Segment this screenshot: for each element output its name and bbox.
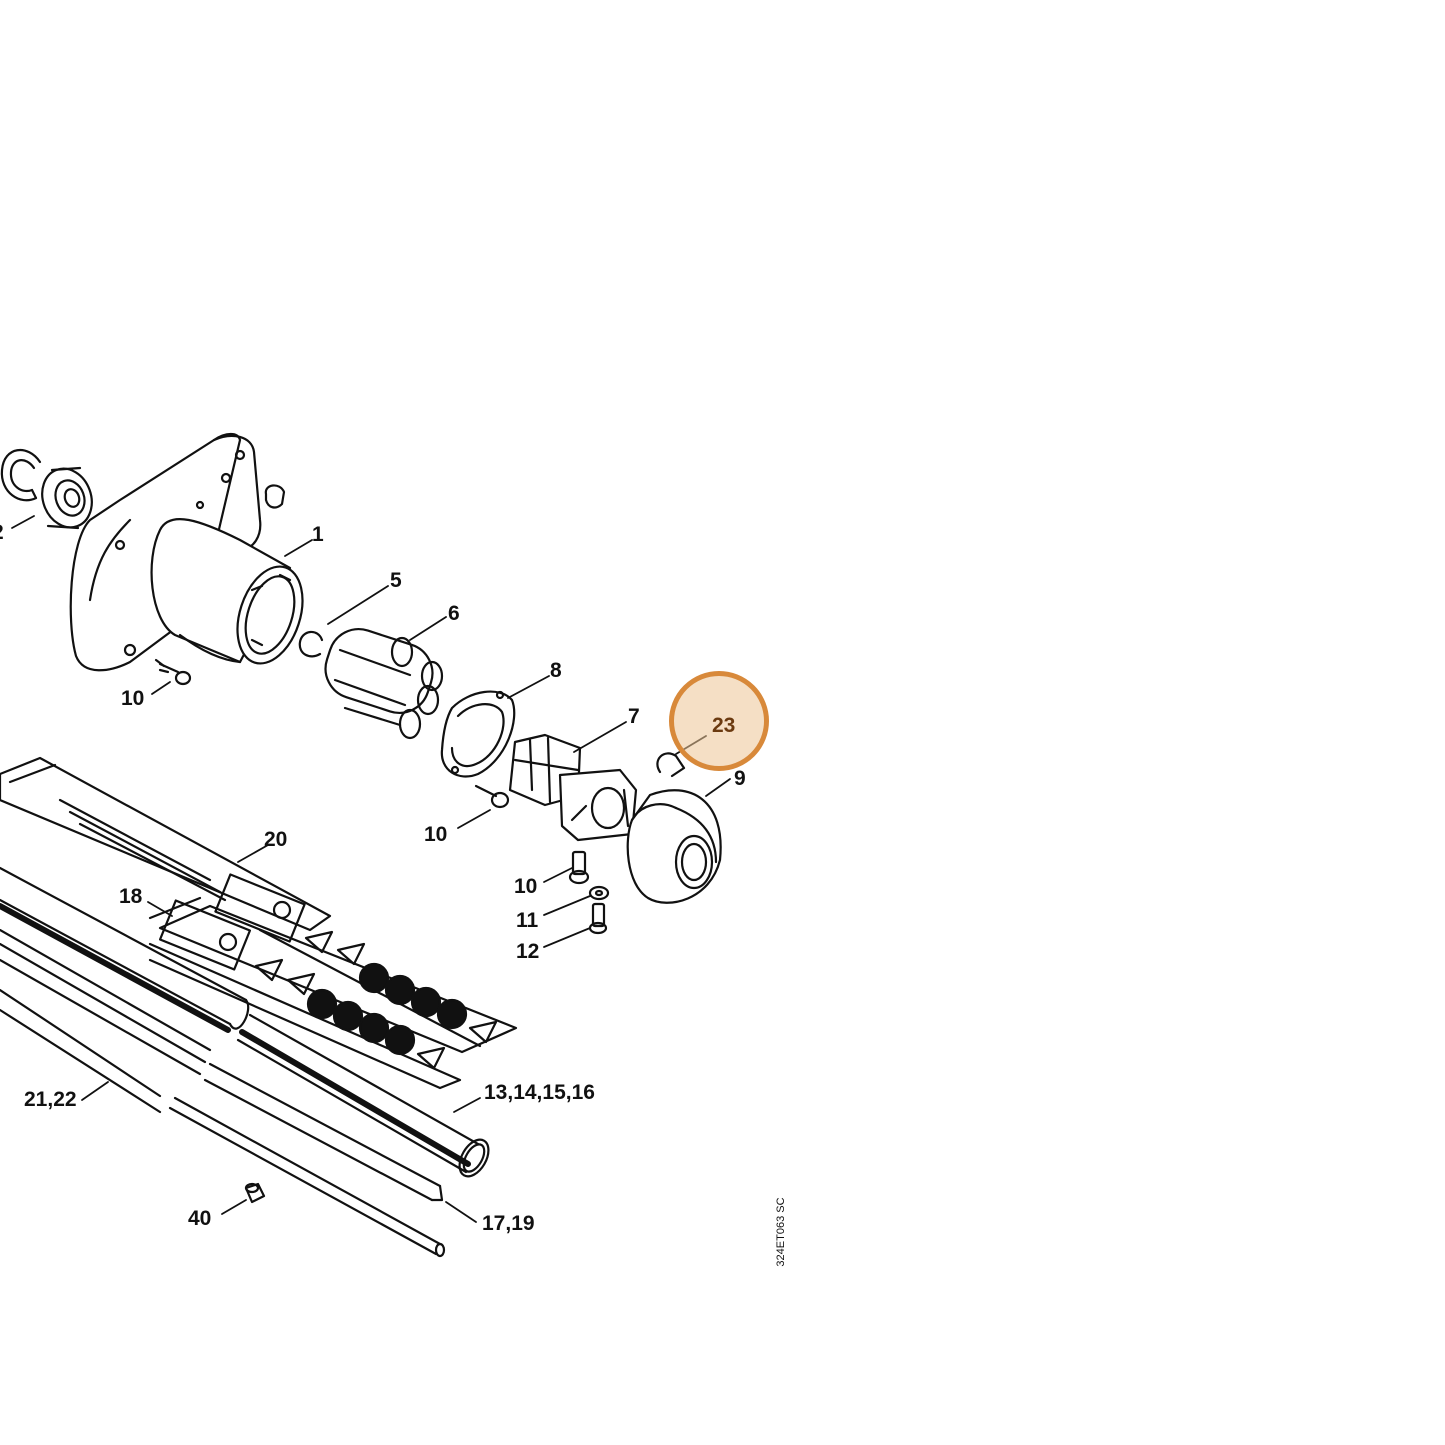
decal-18 <box>148 896 518 1090</box>
plug-40-part <box>244 1182 266 1204</box>
drawing-code: 324ET063 SC <box>775 1196 787 1267</box>
part-label-10-left: 10 <box>121 687 145 710</box>
part-label-10-lower: 10 <box>514 875 538 898</box>
plug-part <box>264 484 286 509</box>
part-label-6: 6 <box>448 602 460 625</box>
part-label-9: 9 <box>734 767 746 790</box>
part-label-10-middle: 10 <box>424 823 448 846</box>
snap-ring-part <box>0 448 42 502</box>
clip-part-23 <box>656 752 686 778</box>
highlight-marker[interactable] <box>669 671 769 771</box>
screw-10-middle <box>474 784 510 809</box>
part-label-8: 8 <box>550 659 562 682</box>
part-label-18: 18 <box>119 885 143 908</box>
part-label-1: 1 <box>312 523 324 546</box>
part-label-2: 2 <box>0 522 4 543</box>
part-label-40: 40 <box>188 1207 212 1230</box>
leader-lines <box>11 515 731 1223</box>
drawing-code-text: 324ET063 SC <box>775 1197 787 1267</box>
screw-10-lower <box>568 850 590 885</box>
drive-tube-assembly <box>0 866 490 1258</box>
part-label-11: 11 <box>516 909 539 932</box>
part-label-21-22: 21,22 <box>24 1088 77 1111</box>
housing-flange-part <box>69 432 304 672</box>
ball-bearing-part <box>41 466 93 530</box>
part-label-5: 5 <box>390 569 402 592</box>
screw-12-part <box>588 902 608 935</box>
part-label-17-19: 17,19 <box>482 1212 535 1235</box>
part-label-13-16: 13,14,15,16 <box>484 1081 595 1104</box>
screw-10-left <box>154 658 192 686</box>
damper-part <box>324 628 444 740</box>
handle-part <box>626 789 722 904</box>
clamp-part <box>508 733 638 842</box>
part-label-12: 12 <box>516 940 540 963</box>
highlight-label-23: 23 <box>712 714 736 737</box>
part-label-7: 7 <box>628 705 640 728</box>
part-label-20: 20 <box>264 828 288 851</box>
gasket-part <box>440 690 516 778</box>
washer-part <box>588 885 610 901</box>
circlip-part <box>298 630 324 658</box>
decal-20 <box>0 756 332 943</box>
